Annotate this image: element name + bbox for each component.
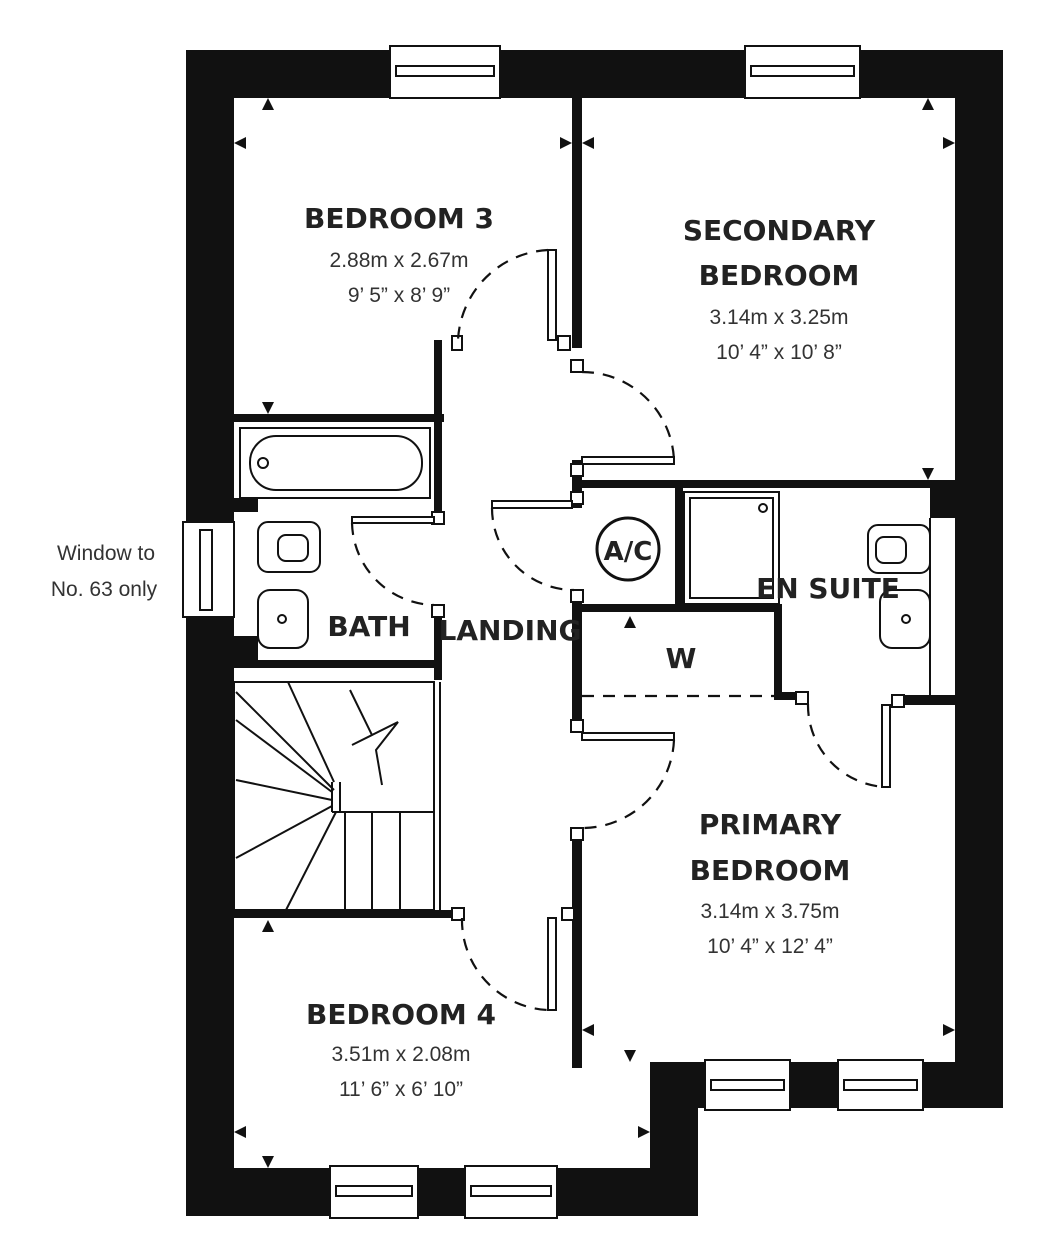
doors bbox=[350, 248, 891, 1012]
window-left bbox=[182, 521, 235, 618]
window-note-line1: Window to bbox=[57, 542, 155, 565]
windows bbox=[182, 45, 924, 1219]
bath-fixtures bbox=[239, 427, 431, 649]
window-primary-a bbox=[704, 1059, 791, 1111]
bedroom4-name: BEDROOM 4 bbox=[306, 998, 496, 1031]
secondary-imperial: 10’ 4” x 10’ 8” bbox=[716, 341, 842, 364]
secondary-metric: 3.14m x 3.25m bbox=[710, 306, 849, 329]
bedroom3-imperial: 9’ 5” x 8’ 9” bbox=[348, 284, 450, 307]
ac-name: A/C bbox=[604, 537, 653, 567]
wardrobe-name: W bbox=[666, 642, 697, 675]
secondary-name-line1: SECONDARY bbox=[683, 214, 876, 247]
interior-walls bbox=[230, 98, 955, 1068]
door-secondary bbox=[581, 456, 675, 465]
ensuite-name: EN SUITE bbox=[756, 572, 900, 605]
ac-cylinder bbox=[595, 516, 661, 582]
primary-name-line2: BEDROOM bbox=[690, 854, 851, 887]
bedroom3-metric: 2.88m x 2.67m bbox=[330, 249, 469, 272]
window-note-line2: No. 63 only bbox=[51, 578, 158, 601]
wall-joints bbox=[431, 335, 905, 921]
primary-imperial: 10’ 4” x 12’ 4” bbox=[707, 935, 833, 958]
door-primary bbox=[581, 732, 675, 741]
staircase bbox=[233, 681, 441, 911]
window-primary-b bbox=[837, 1059, 924, 1111]
ac-cupboard bbox=[595, 516, 661, 582]
bedroom3-name: BEDROOM 3 bbox=[304, 202, 494, 235]
primary-metric: 3.14m x 3.75m bbox=[701, 900, 840, 923]
window-secondary bbox=[744, 45, 861, 99]
door-bedroom3 bbox=[547, 249, 557, 341]
secondary-name-line2: BEDROOM bbox=[699, 259, 860, 292]
outer-walls bbox=[186, 50, 1003, 1216]
bath-name: BATH bbox=[327, 610, 410, 643]
room-labels: BEDROOM 3 2.88m x 2.67m 9’ 5” x 8’ 9” SE… bbox=[51, 202, 900, 1101]
door-ensuite bbox=[881, 704, 891, 788]
bedroom4-metric: 3.51m x 2.08m bbox=[332, 1043, 471, 1066]
ensuite-fixtures bbox=[683, 491, 931, 695]
bedroom4-imperial: 11’ 6” x 6’ 10” bbox=[339, 1078, 463, 1101]
window-bedroom4-a bbox=[329, 1165, 419, 1219]
dimension-markers bbox=[234, 98, 955, 1168]
landing-name: LANDING bbox=[438, 614, 581, 647]
primary-name-line1: PRIMARY bbox=[699, 808, 842, 841]
window-bedroom4-b bbox=[464, 1165, 558, 1219]
door-ac bbox=[491, 500, 573, 509]
door-bath bbox=[351, 516, 435, 524]
door-bedroom4 bbox=[547, 917, 557, 1011]
window-bedroom3 bbox=[389, 45, 501, 99]
